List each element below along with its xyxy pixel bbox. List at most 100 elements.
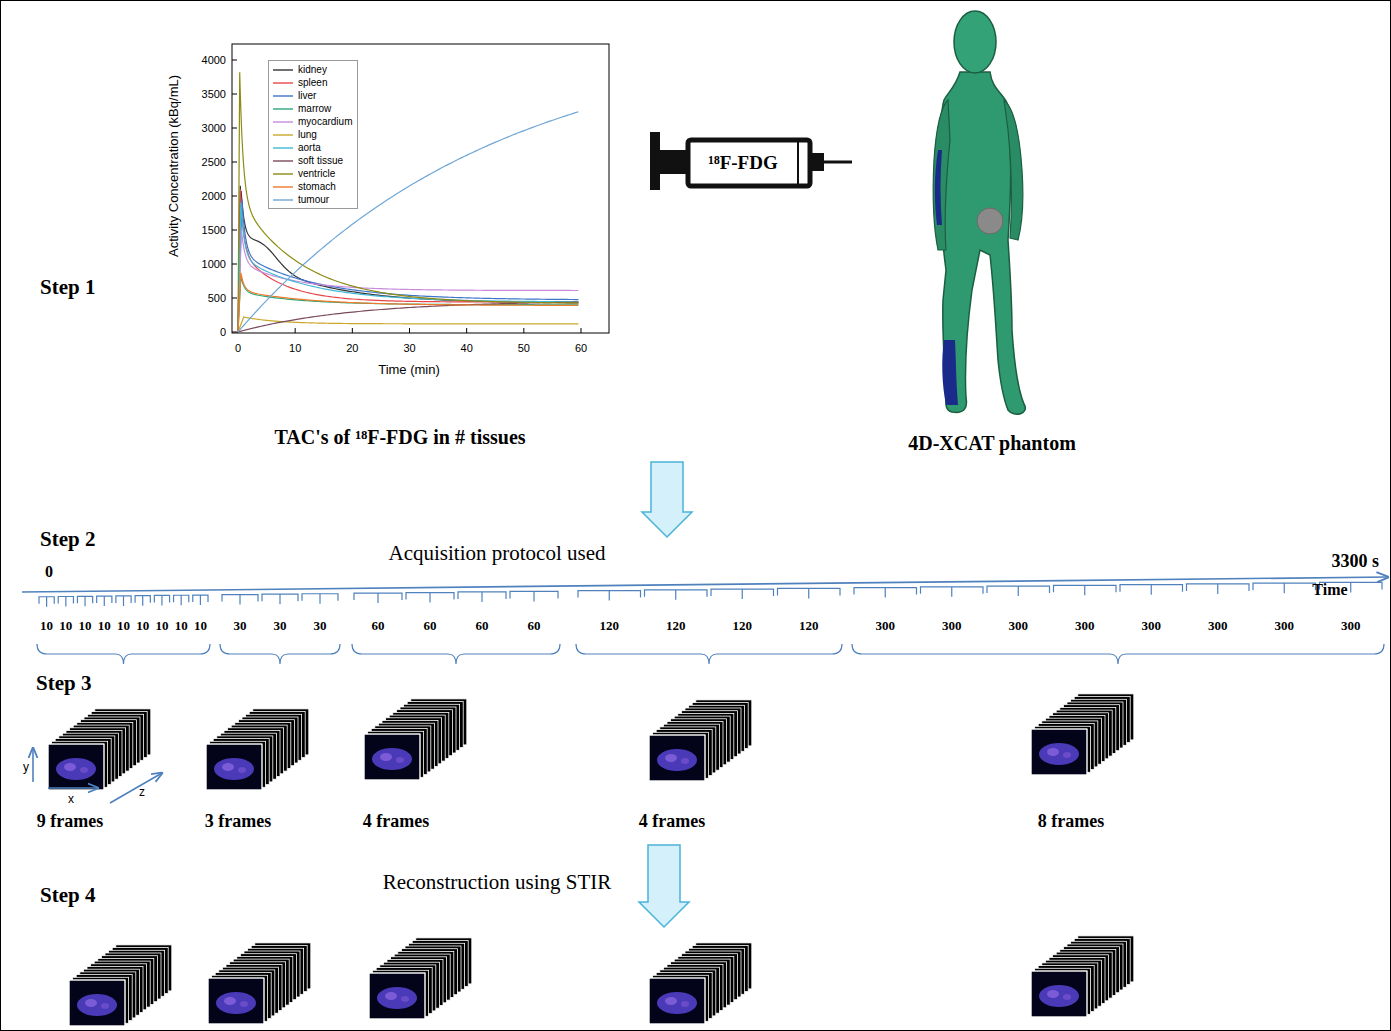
text-label: Step 1 [40,276,95,299]
legend-entry: ventricle [272,167,352,180]
legend-line [272,79,294,87]
text-label: Step 2 [40,528,95,551]
text-label: 30 [403,342,415,354]
image-stack [206,709,309,790]
text-label: 9 frames [37,812,103,832]
tac-curve [238,302,578,332]
text-label: x [68,793,74,806]
text-label: 10 [79,619,92,633]
legend-line [272,144,294,152]
group-brace [220,644,340,664]
text-label: 1500 [202,224,226,236]
tac-chart [232,44,609,333]
text-label: 60 [528,619,541,633]
legend-text: kidney [298,64,327,75]
tick [232,298,237,299]
text-label: 300 [1142,619,1162,633]
frame-bracket [97,596,112,606]
frame-bracket [222,595,258,605]
node-text: ¹⁸F-FDG [708,152,777,174]
text-label: 60 [372,619,385,633]
chart-legend: kidney spleenlivermarrow myocardium lung aor… [268,60,358,209]
tick [523,328,524,333]
tick [232,60,237,61]
legend-entry: stomach [272,180,352,193]
frame-bracket [39,597,54,607]
acquisition-timeline [22,577,1388,664]
text-label: 4D-XCAT phantom [908,432,1076,454]
text-label: 1000 [202,258,226,270]
image-stack [649,700,752,781]
text-label: Step 3 [36,672,91,695]
text-label: TAC's of ¹⁸F-FDG in # tissues [274,426,525,448]
frame-bracket [1187,584,1250,594]
tick [232,162,237,163]
frame-bracket [921,587,984,597]
group-brace [576,644,842,664]
frame-bracket [987,586,1050,596]
legend-text: soft tissue [298,155,343,166]
text-label: 8 frames [1038,812,1104,832]
frame-bracket [1120,585,1183,595]
tac-curve [238,189,578,332]
text-label: 300 [876,619,896,633]
axis-arrows [33,748,162,803]
text-label: Time (min) [378,363,440,377]
frame-bracket [116,596,131,606]
legend-text: aorta [298,142,321,153]
text-label: Acquisition protocol used [389,542,606,565]
syringe-drawing [650,132,852,190]
tick [409,328,410,333]
frame-bracket [578,591,641,601]
group-brace [352,644,560,664]
text-label: 3000 [202,122,226,134]
text-label: 30 [234,619,247,633]
frame-bracket [193,595,208,605]
tick [232,94,237,95]
legend-line [272,92,294,100]
legend-line [272,157,294,165]
frame-bracket [1253,583,1316,593]
text-label: 0 [220,326,226,338]
tick [466,328,467,333]
image-stack [48,709,151,790]
legend-text: marrow [298,103,331,114]
text-label: 10 [175,619,188,633]
legend-line [272,118,294,126]
frame-bracket [510,591,558,601]
legend-line [272,66,294,74]
tick [581,328,582,333]
legend-entry: tumour [272,193,352,206]
legend-entry: marrow [272,102,352,115]
legend-entry: liver [272,89,352,102]
text-label: 2500 [202,156,226,168]
text-label: 300 [1341,619,1361,633]
legend-text: myocardium [298,116,352,127]
image-stack [208,943,311,1024]
image-stack [1031,936,1134,1017]
legend-text: lung [298,129,317,140]
text-label: 10 [117,619,130,633]
frame-bracket [262,594,298,604]
text-label: 60 [575,342,587,354]
frame-bracket [58,597,73,607]
plot-frame [232,44,609,333]
text-label: 3500 [202,88,226,100]
tick [232,128,237,129]
text-label: 300 [1075,619,1095,633]
tac-curve [238,230,578,332]
text-label: 300 [1009,619,1029,633]
tac-curve [238,273,578,332]
tac-curve [238,199,578,332]
legend-text: spleen [298,77,327,88]
frame-bracket [77,596,92,606]
legend-entry: soft tissue [272,154,352,167]
image-stack [1031,694,1134,775]
frame-bracket [778,588,841,598]
legend-text: ventricle [298,168,335,179]
text-label: Time [1312,581,1347,599]
frame-stacks [48,694,1134,1026]
frame-bracket [135,596,150,606]
